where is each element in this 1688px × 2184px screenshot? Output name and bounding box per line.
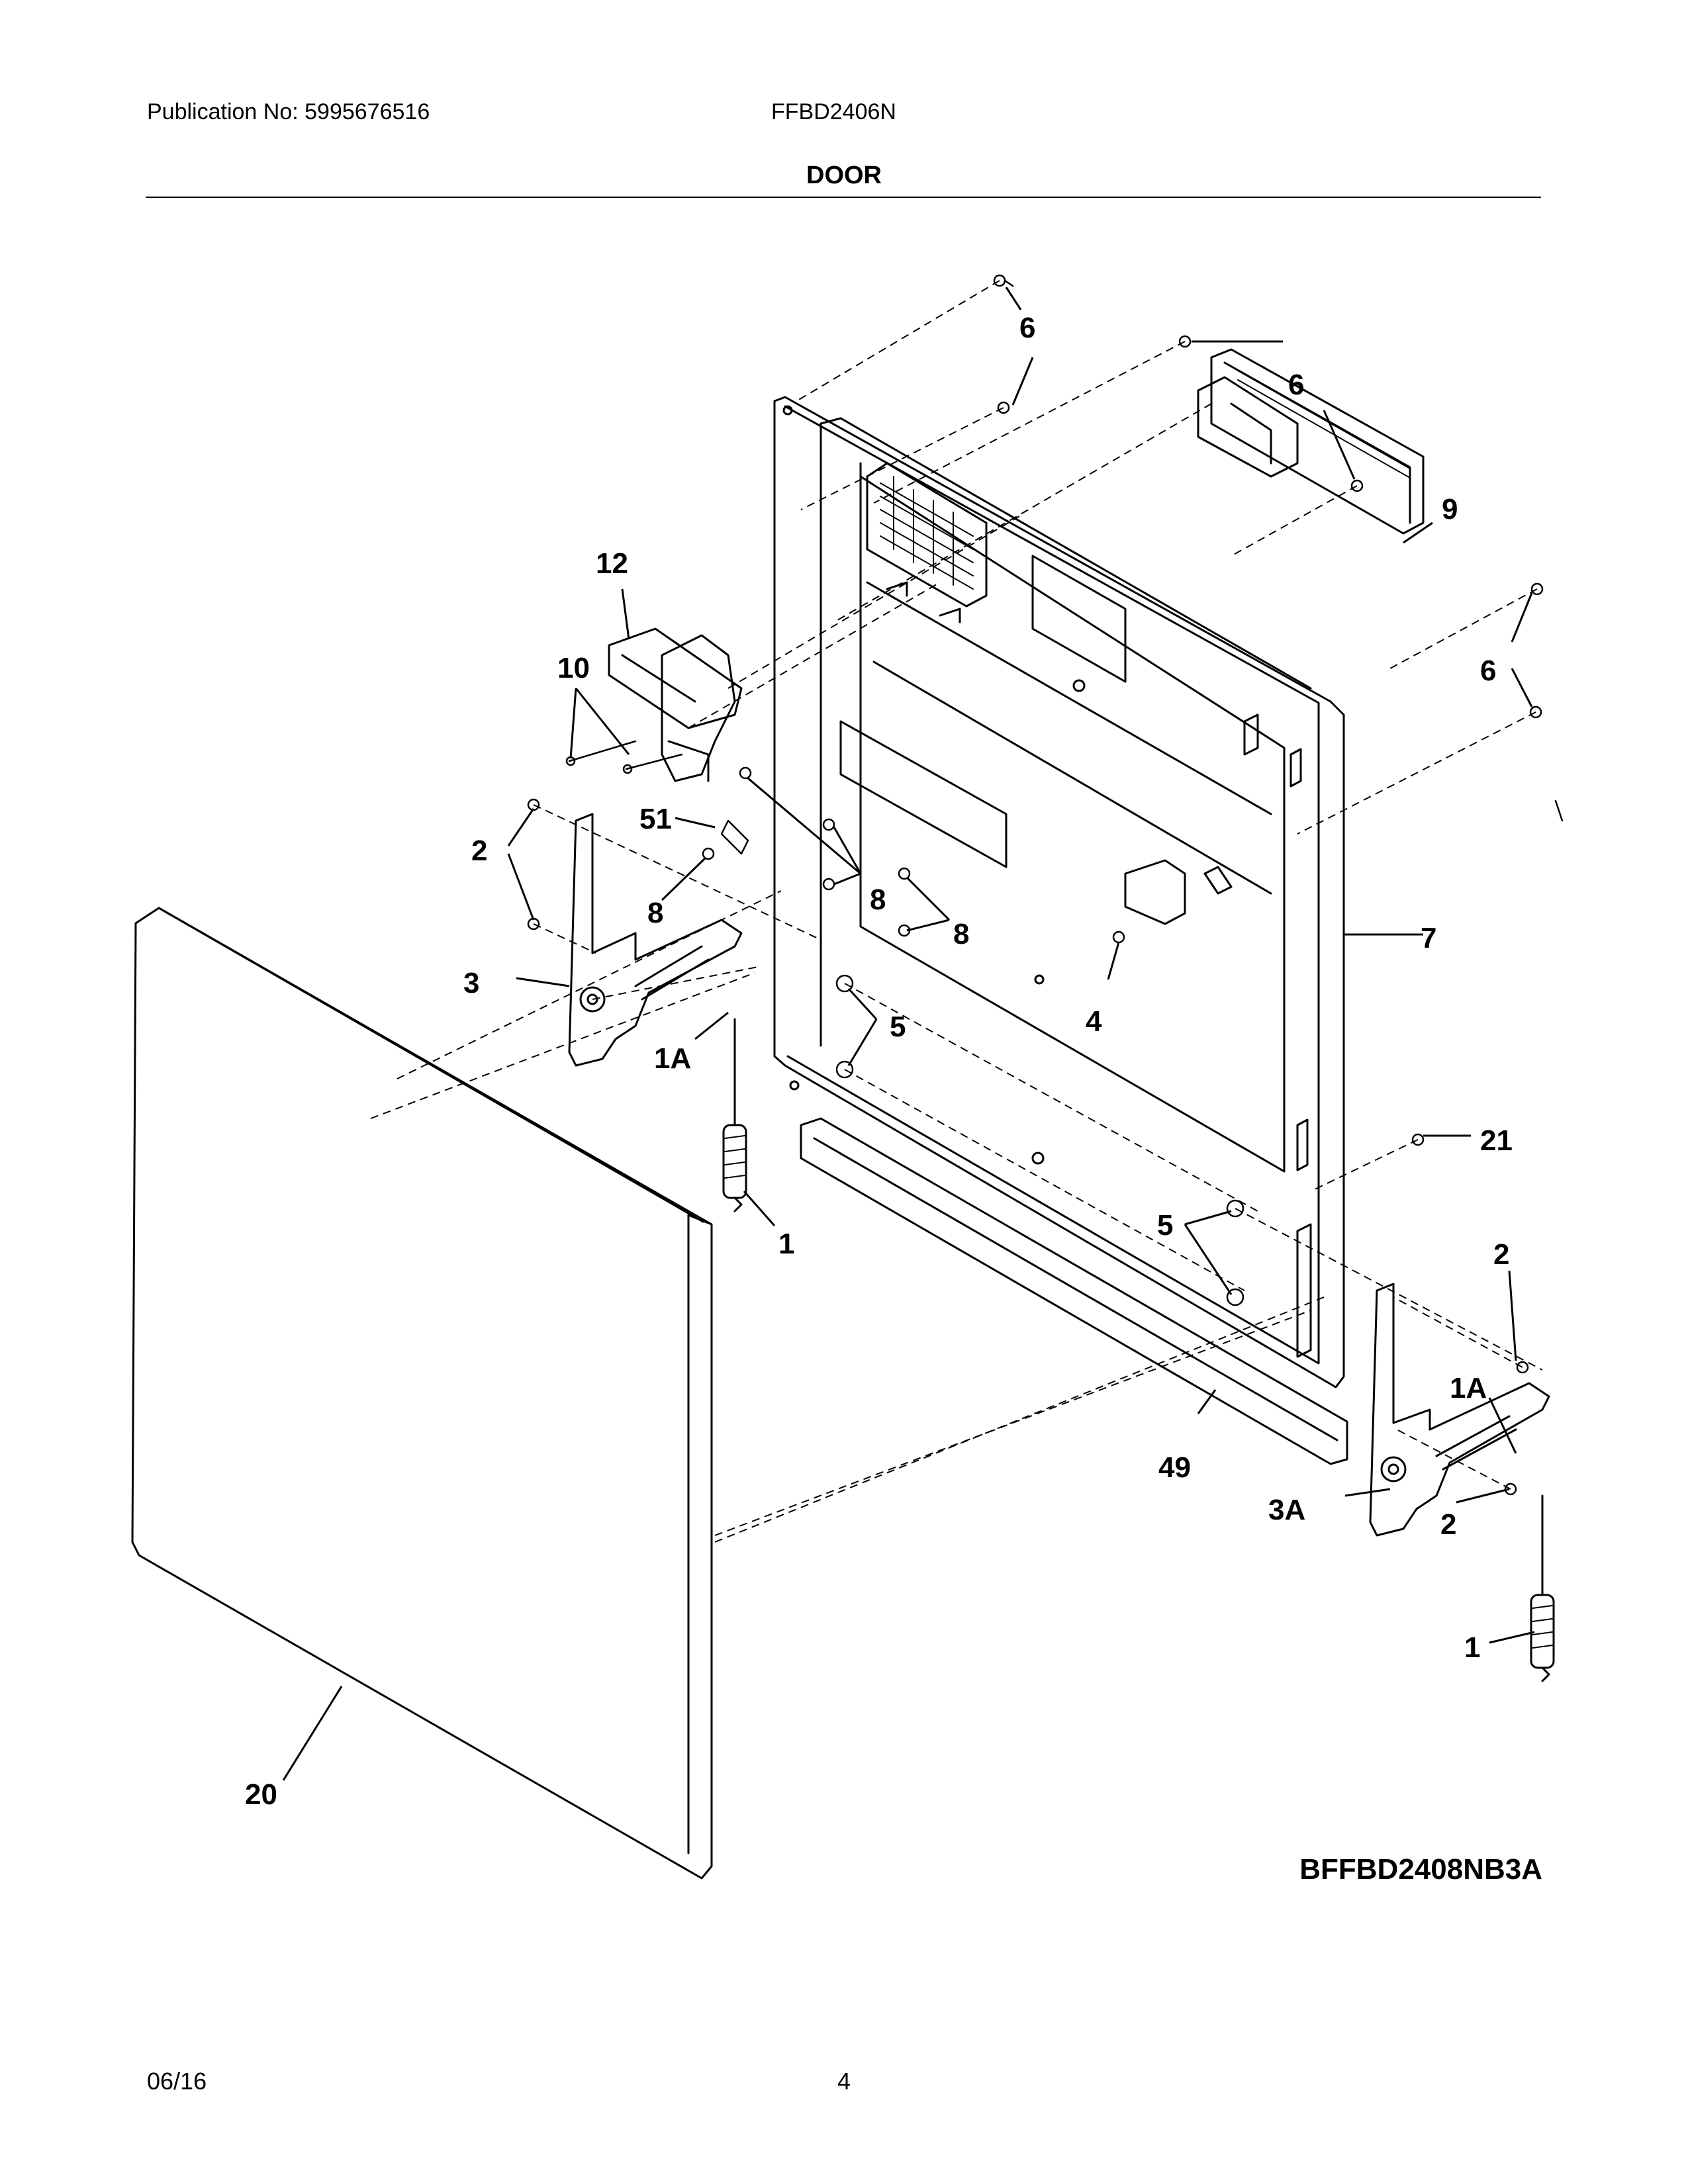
callout-1a-right: 1A	[1450, 1372, 1487, 1404]
spring-left	[722, 1018, 747, 1212]
callout-6a: 6	[1019, 312, 1035, 344]
outer-door-panel	[131, 907, 713, 1880]
fasteners	[527, 274, 1564, 1496]
callout-49: 49	[1158, 1451, 1191, 1484]
diagram-code: BFFBD2408NB3A	[1299, 1853, 1542, 1886]
inner-door-panel	[773, 396, 1345, 1388]
callout-5a: 5	[890, 1011, 906, 1043]
callout-12: 12	[596, 547, 628, 580]
callout-4: 4	[1086, 1005, 1102, 1038]
page-number: 4	[837, 2068, 851, 2095]
callout-8b: 8	[870, 884, 886, 916]
model-number: FFBD2406N	[771, 99, 896, 124]
callout-3: 3	[463, 967, 479, 999]
control-board	[1197, 348, 1425, 535]
callout-3a: 3A	[1268, 1494, 1305, 1526]
header-rule	[146, 197, 1541, 198]
callout-8a: 8	[647, 897, 663, 929]
callout-20: 20	[245, 1778, 277, 1811]
callout-2a: 2	[471, 835, 487, 867]
callout-6b: 6	[1288, 369, 1304, 401]
callout-1a-left: 1A	[654, 1042, 691, 1075]
callout-8c: 8	[953, 918, 969, 950]
hinge-left	[568, 813, 743, 1067]
callout-2b: 2	[1493, 1238, 1509, 1271]
callout-2c: 2	[1440, 1508, 1456, 1541]
callout-6c: 6	[1480, 655, 1496, 687]
callout-51: 51	[639, 803, 672, 835]
publication-date: 06/16	[147, 2068, 207, 2095]
callout-1-right: 1	[1464, 1631, 1480, 1664]
callout-1-left: 1	[778, 1228, 794, 1260]
door-latch	[608, 627, 743, 782]
section-title: DOOR	[806, 161, 882, 189]
bottom-trim	[800, 1117, 1348, 1465]
callout-7: 7	[1421, 922, 1436, 954]
callout-10: 10	[557, 652, 590, 684]
spring-right	[1530, 1494, 1555, 1682]
publication-number: Publication No: 5995676516	[147, 99, 430, 124]
callout-9: 9	[1442, 493, 1458, 525]
callout-labels: 6 6 6 9 12 10 51 2 8 8 8 7 3 1A 5 4 21 1…	[245, 312, 1513, 1811]
callout-21: 21	[1480, 1124, 1513, 1157]
hinge-right	[1369, 1283, 1550, 1537]
callout-5b: 5	[1157, 1209, 1173, 1242]
